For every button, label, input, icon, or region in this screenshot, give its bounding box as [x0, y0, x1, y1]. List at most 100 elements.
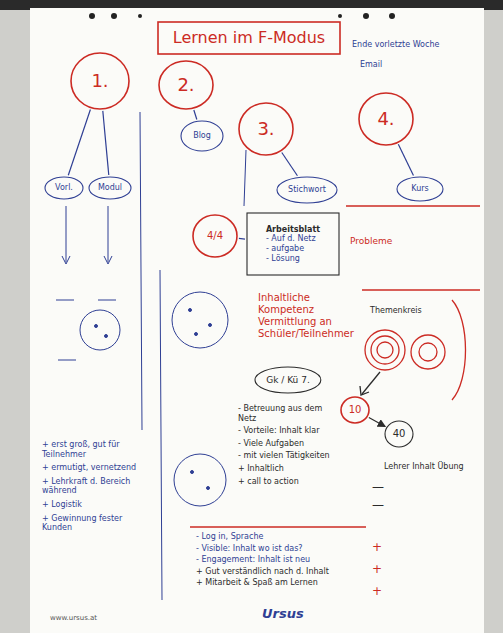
outline-shape: [239, 103, 293, 155]
note-text: - Viele Aufgaben: [238, 439, 334, 449]
sketch-mark: [104, 256, 112, 264]
sketch-mark: [62, 256, 70, 264]
outline-shape: [181, 121, 223, 151]
outline-shape: [89, 177, 131, 199]
sketch-mark: [195, 333, 198, 336]
note-text: + Mitarbeit & Spaß am Lernen: [196, 578, 366, 588]
node-body: - aufgabe: [266, 244, 304, 254]
sketch-mark: [363, 13, 369, 19]
sketch-mark: [89, 13, 95, 19]
node-content: Blog: [193, 131, 211, 141]
note-text: +: [372, 584, 392, 598]
sketch-mark: [360, 386, 369, 395]
sketch-mark: [172, 292, 228, 348]
node-label: Stichwort: [288, 185, 326, 195]
sketch-mark: [98, 300, 116, 301]
sketch-mark: [389, 13, 395, 19]
note-text: Ende vorletzte Woche: [352, 40, 448, 50]
sketch-mark: [80, 310, 120, 350]
sketch-mark: [189, 309, 192, 312]
note-text: - mit vielen Tätigkeiten: [238, 451, 334, 461]
sketch-box: Arbeitsblatt- Auf d. Netz- aufgabe- Lösu…: [246, 212, 340, 276]
node-label: 10: [349, 404, 362, 416]
paper-holes: [89, 13, 395, 19]
outline-shape: [341, 397, 369, 423]
sketch-mark: [207, 487, 210, 490]
sketch-mark: [362, 289, 480, 290]
connector-line: [194, 110, 197, 119]
dark-sketch: [360, 372, 380, 395]
note-text: + Logistik: [42, 500, 142, 510]
red-sketch: [190, 206, 480, 527]
node-inner: Vorl.: [44, 176, 84, 200]
sketch-mark: [411, 335, 445, 369]
connector-line: [282, 152, 298, 175]
node-body: - Lösung: [266, 254, 300, 264]
sketch-mark: [58, 360, 76, 361]
node-inner: 1.: [70, 52, 130, 110]
sketch-mark: [365, 330, 405, 370]
node-content: 10: [349, 404, 362, 416]
node-inner: 2.: [158, 60, 214, 110]
outline-shape: [71, 53, 129, 109]
node-inner: 4.: [358, 92, 414, 146]
sketch-mark: [419, 343, 437, 361]
note-text: +: [372, 540, 392, 554]
sketch-mark: [108, 206, 109, 262]
node-label: 4/4: [207, 230, 223, 242]
sketch-mark: [191, 471, 194, 474]
note-text: + erst groß, gut für Teilnehmer: [42, 440, 142, 459]
sketch-mark: [138, 14, 142, 18]
note-text: + ermutigt, vernetzend: [42, 463, 142, 473]
sketch-circle: 40: [384, 420, 414, 448]
outline-shape: [277, 177, 337, 203]
note-text: - Visible: Inhalt wo ist das?: [196, 544, 366, 554]
sketch-circle: Blog: [180, 120, 224, 152]
outline-shape: [255, 367, 321, 393]
sketch-circle: 2.: [158, 60, 214, 110]
sketch-mark: [209, 324, 212, 327]
node-inner: Arbeitsblatt- Auf d. Netz- aufgabe- Lösu…: [246, 212, 340, 276]
outline-shape: [397, 177, 443, 201]
note-text: —: [372, 498, 392, 512]
note-text: —: [372, 480, 392, 494]
connector-line: [398, 144, 413, 175]
node-body: - Auf d. Netz: [266, 234, 316, 244]
node-inner: 4/4: [192, 214, 238, 258]
note-text: Email: [360, 60, 410, 70]
node-content: Kurs: [411, 184, 428, 194]
title-frame: [158, 22, 340, 54]
sketch-mark: [160, 270, 162, 600]
node-content: Arbeitsblatt- Auf d. Netz- aufgabe- Lösu…: [266, 225, 320, 263]
node-inner: Gk / Kü 7.: [254, 366, 322, 394]
node-content: 2.: [177, 74, 194, 96]
sketch-circle: 3.: [238, 102, 294, 156]
note-text: Probleme: [350, 236, 410, 247]
connector-line: [68, 110, 90, 176]
node-content: Gk / Kü 7.: [266, 375, 310, 386]
note-text: Themenkreis: [370, 306, 440, 316]
node-content: 3.: [257, 118, 274, 140]
sketch-circle: Gk / Kü 7.: [254, 366, 322, 394]
sketch-mark: [56, 300, 74, 301]
connector-line: [103, 111, 109, 175]
note-text: +: [372, 562, 392, 576]
node-label: 3.: [257, 118, 274, 140]
sketch-circle: Stichwort: [276, 176, 338, 204]
sketch-circle: Vorl.: [44, 176, 84, 200]
brand-logo: Ursus: [262, 606, 332, 622]
sketch-circle: 1.: [70, 52, 130, 110]
node-content: 4.: [377, 108, 394, 130]
sketch-circle: 4/4: [192, 214, 238, 258]
sketch-mark: [95, 325, 98, 328]
sketch-mark: [140, 112, 142, 430]
node-inner: Modul: [88, 176, 132, 200]
outline-shape: [45, 177, 83, 199]
node-inner: 3.: [238, 102, 294, 156]
note-text: - Engagement: Inhalt ist neu: [196, 555, 366, 565]
node-inner: 40: [384, 420, 414, 448]
outline-shape: [359, 93, 413, 145]
note-text: - Vorteile: Inhalt klar: [238, 426, 334, 436]
node-label: 1.: [91, 70, 108, 92]
